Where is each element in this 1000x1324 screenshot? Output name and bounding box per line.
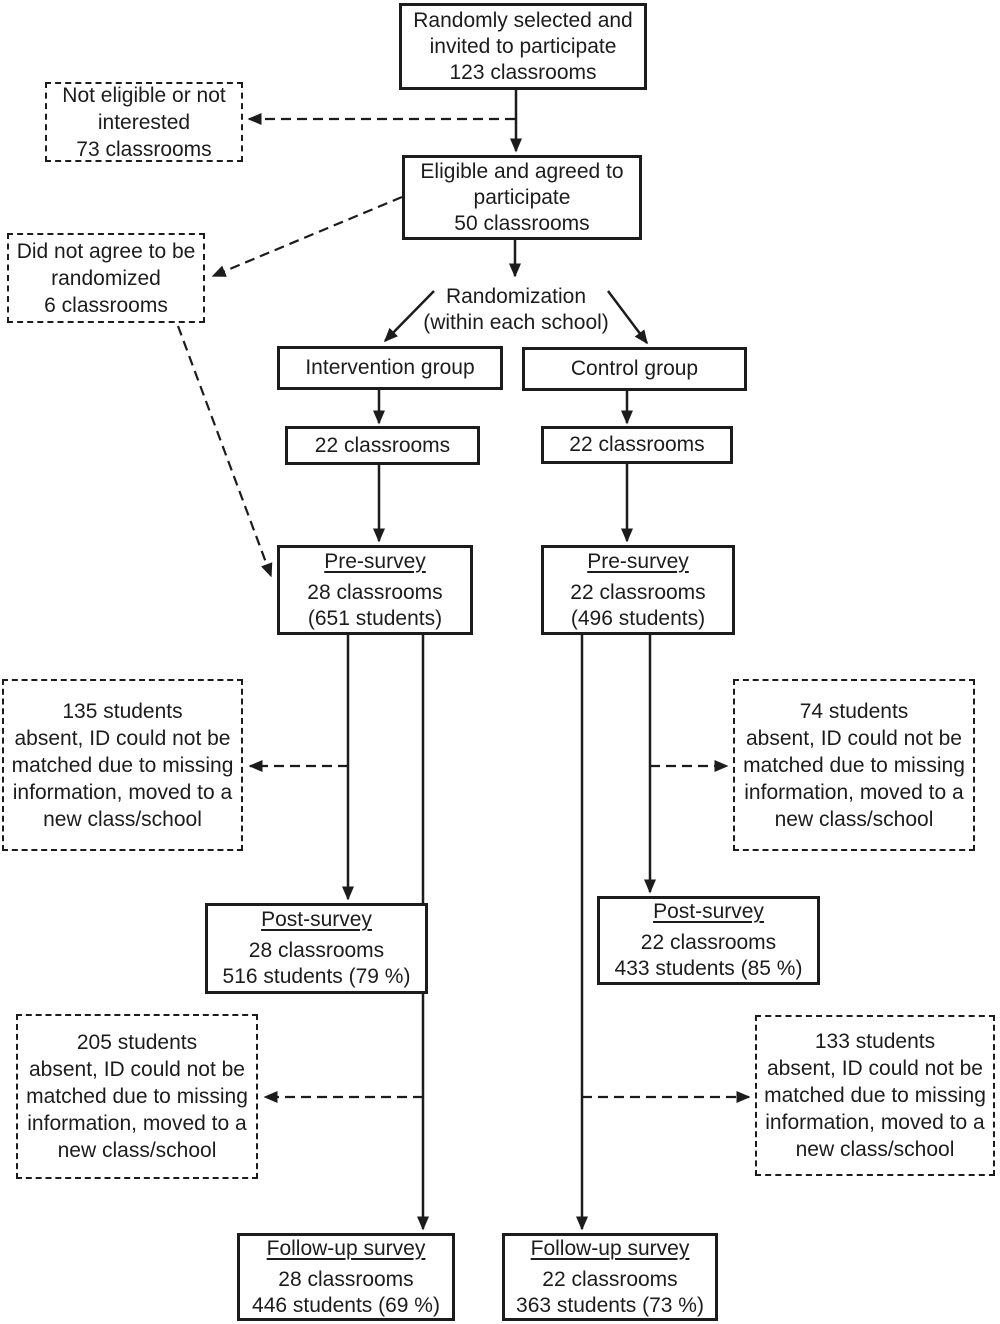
node-control-classrooms: 22 classrooms bbox=[541, 426, 733, 464]
control-group-label: Control group bbox=[570, 357, 699, 380]
node-intervention-pre-survey: Pre-survey 28 classrooms (651 students) bbox=[277, 545, 473, 635]
dashed-connectors bbox=[176, 113, 751, 1103]
arrow-not-randomized-to-presurvey bbox=[176, 325, 273, 578]
control-followup-loss-line: information, moved to a bbox=[765, 1111, 985, 1134]
node-not-eligible-line: interested bbox=[97, 110, 191, 134]
control-classrooms-label: 22 classrooms bbox=[569, 433, 705, 456]
node-intervention-classrooms: 22 classrooms bbox=[285, 426, 480, 465]
node-invited-line: 123 classrooms bbox=[449, 60, 597, 84]
intervention-pre-survey-title: Pre-survey bbox=[324, 549, 426, 573]
solid-connectors bbox=[342, 90, 656, 1231]
node-eligible-line: participate bbox=[473, 185, 571, 209]
randomization-line: (within each school) bbox=[423, 311, 609, 334]
control-post-survey-line: 22 classrooms bbox=[640, 931, 777, 954]
node-not-eligible-line: Not eligible or not bbox=[62, 83, 226, 107]
intervention-post-survey-line: 516 students (79 %) bbox=[222, 965, 411, 988]
intervention-pre-post-loss-line: absent, ID could not be bbox=[14, 726, 231, 750]
intervention-post-survey-line: 28 classrooms bbox=[248, 939, 385, 962]
intervention-group-label: Intervention group bbox=[305, 356, 475, 379]
control-pre-survey-line: (496 students) bbox=[570, 606, 706, 630]
node-intervention-followup-loss: 205 students absent, ID could not be mat… bbox=[16, 1014, 258, 1179]
node-control-group: Control group bbox=[522, 347, 747, 391]
control-followup-survey-line: 22 classrooms bbox=[542, 1267, 678, 1291]
control-pre-post-loss-line: absent, ID could not be bbox=[746, 726, 962, 750]
intervention-pre-post-loss-line: 135 students bbox=[62, 699, 183, 723]
control-pre-post-loss-line: new class/school bbox=[774, 807, 934, 831]
node-not-randomized-line: Did not agree to be bbox=[16, 239, 196, 263]
arrow-eligible-to-not-randomized bbox=[211, 195, 403, 278]
intervention-followup-loss-line: information, moved to a bbox=[27, 1112, 247, 1135]
control-followup-loss-line: absent, ID could not be bbox=[767, 1057, 983, 1080]
node-control-followup-survey: Follow-up survey 22 classrooms 363 stude… bbox=[502, 1233, 718, 1321]
node-intervention-pre-post-loss: 135 students absent, ID could not be mat… bbox=[2, 679, 243, 851]
control-followup-survey-title: Follow-up survey bbox=[530, 1236, 690, 1260]
control-followup-loss-line: matched due to missing bbox=[764, 1084, 986, 1107]
control-pre-survey-title: Pre-survey bbox=[587, 549, 689, 573]
intervention-followup-survey-title: Follow-up survey bbox=[266, 1236, 426, 1260]
intervention-pre-survey-line: (651 students) bbox=[307, 606, 443, 630]
node-not-eligible-line: 73 classrooms bbox=[76, 137, 212, 161]
intervention-followup-loss-line: new class/school bbox=[57, 1139, 217, 1162]
node-not-randomized-line: randomized bbox=[51, 266, 161, 290]
intervention-pre-post-loss-line: matched due to missing bbox=[11, 753, 234, 777]
intervention-pre-post-loss-line: new class/school bbox=[43, 807, 202, 831]
intervention-followup-loss-line: absent, ID could not be bbox=[29, 1058, 245, 1081]
control-post-survey-title: Post-survey bbox=[653, 900, 764, 923]
node-invited-line: Randomly selected and bbox=[413, 8, 633, 32]
node-not-eligible: Not eligible or not interested 73 classr… bbox=[45, 82, 243, 162]
randomization-line: Randomization bbox=[445, 285, 587, 308]
intervention-followup-loss-line: matched due to missing bbox=[26, 1085, 248, 1108]
intervention-followup-loss-line: 205 students bbox=[76, 1031, 198, 1054]
node-intervention-post-survey: Post-survey 28 classrooms 516 students (… bbox=[205, 903, 428, 994]
node-eligible-line: Eligible and agreed to bbox=[420, 159, 624, 183]
control-pre-post-loss-line: information, moved to a bbox=[744, 780, 964, 804]
node-invited-line: invited to participate bbox=[429, 34, 617, 58]
intervention-followup-survey-line: 28 classrooms bbox=[278, 1267, 414, 1291]
node-invited: Randomly selected and invited to partici… bbox=[399, 3, 647, 90]
control-pre-post-loss-line: 74 students bbox=[799, 699, 909, 723]
node-control-pre-survey: Pre-survey 22 classrooms (496 students) bbox=[541, 545, 735, 635]
randomization-label: Randomization (within each school) bbox=[396, 284, 636, 336]
control-followup-loss-line: 133 students bbox=[814, 1030, 936, 1053]
intervention-post-survey-title: Post-survey bbox=[261, 908, 372, 931]
intervention-followup-survey-line: 446 students (69 %) bbox=[252, 1293, 440, 1317]
control-pre-survey-line: 22 classrooms bbox=[570, 580, 706, 604]
control-followup-loss-line: new class/school bbox=[795, 1138, 955, 1161]
control-followup-survey-line: 363 students (73 %) bbox=[516, 1293, 704, 1317]
node-intervention-followup-survey: Follow-up survey 28 classrooms 446 stude… bbox=[237, 1233, 455, 1321]
node-control-pre-post-loss: 74 students absent, ID could not be matc… bbox=[733, 679, 975, 851]
node-intervention-group: Intervention group bbox=[277, 346, 503, 390]
node-eligible: Eligible and agreed to participate 50 cl… bbox=[402, 155, 642, 240]
node-control-followup-loss: 133 students absent, ID could not be mat… bbox=[755, 1015, 995, 1176]
intervention-pre-survey-line: 28 classrooms bbox=[307, 580, 443, 604]
node-eligible-line: 50 classrooms bbox=[454, 211, 590, 235]
node-control-post-survey: Post-survey 22 classrooms 433 students (… bbox=[597, 896, 820, 985]
arrow-randomization-to-control bbox=[607, 290, 648, 345]
control-pre-post-loss-line: matched due to missing bbox=[743, 753, 965, 777]
control-post-survey-line: 433 students (85 %) bbox=[614, 957, 803, 980]
node-not-randomized: Did not agree to be randomized 6 classro… bbox=[7, 233, 205, 323]
node-not-randomized-line: 6 classrooms bbox=[44, 293, 168, 317]
arrow-randomization-to-intervention bbox=[383, 290, 435, 343]
intervention-pre-post-loss-line: information, moved to a bbox=[12, 780, 233, 804]
intervention-classrooms-label: 22 classrooms bbox=[314, 433, 451, 457]
